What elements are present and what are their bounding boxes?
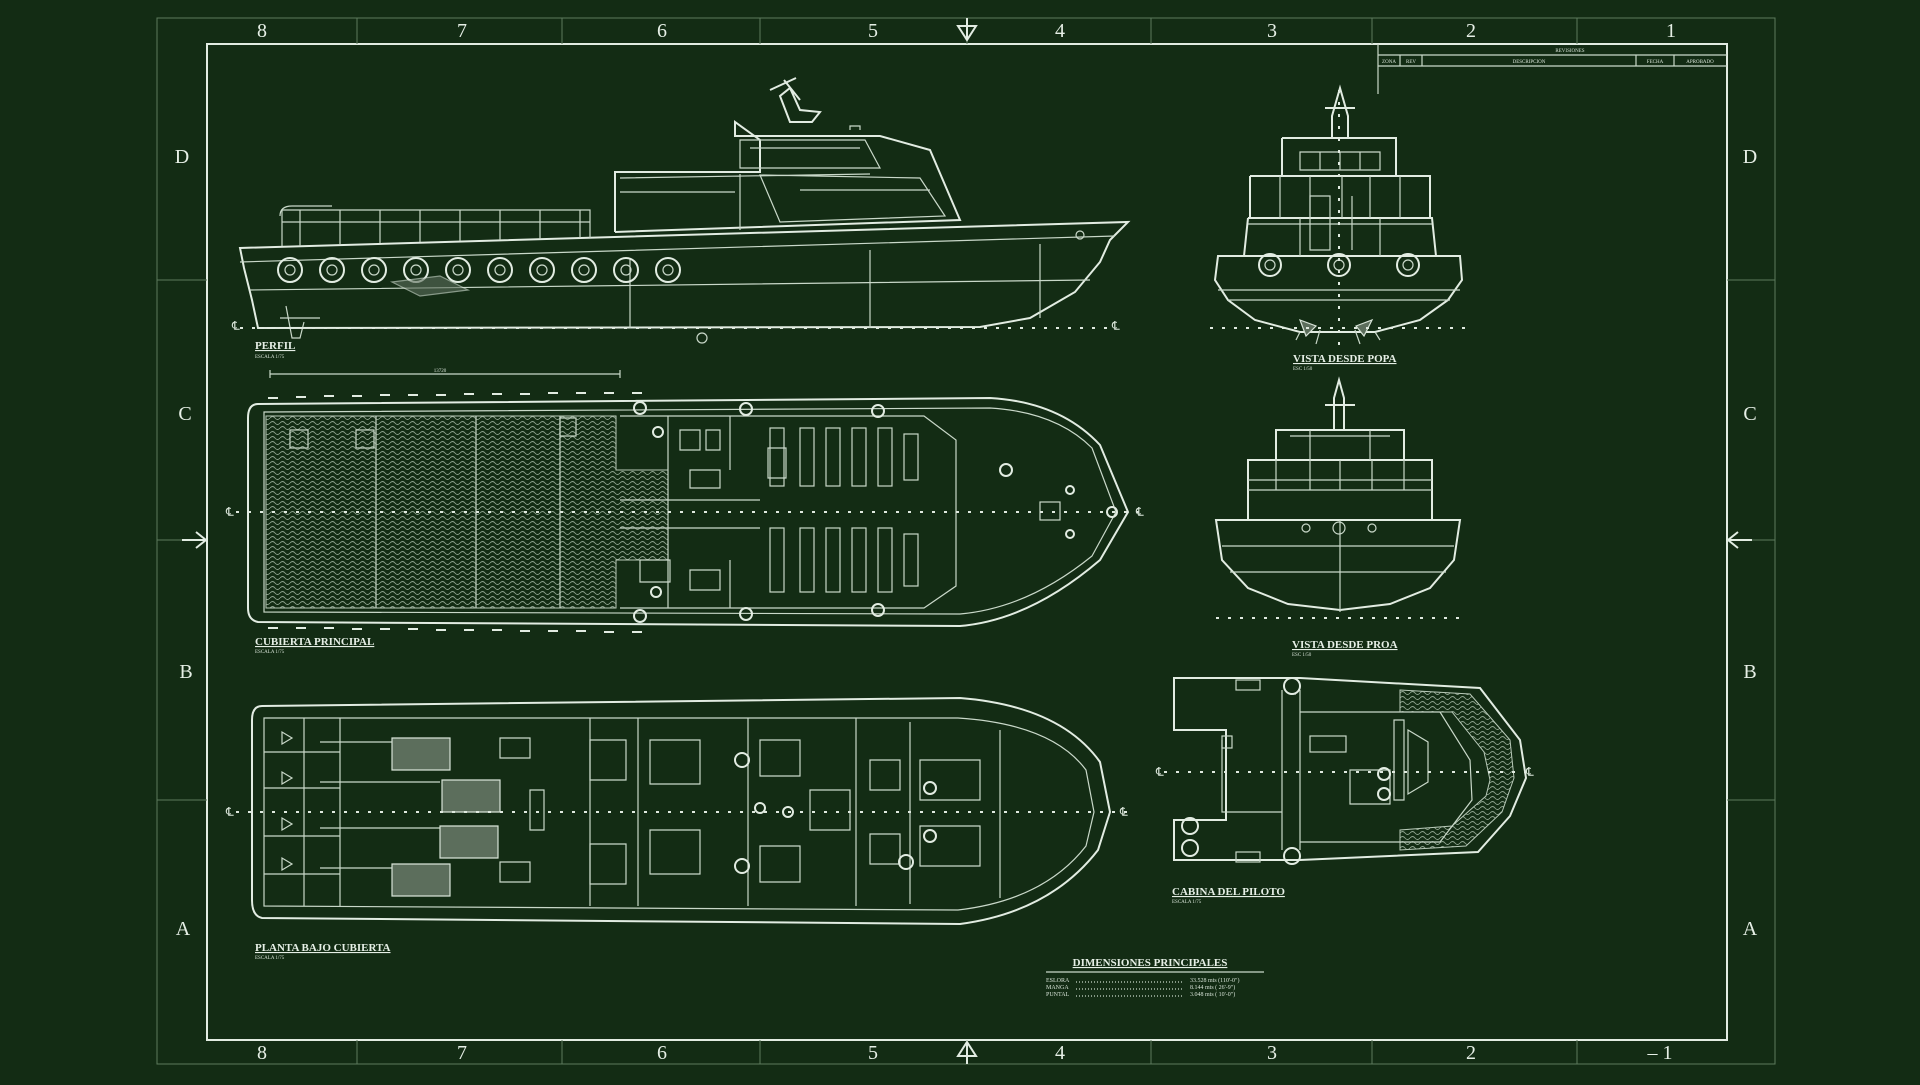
revision-col-descripcion: DESCRIPCION (1513, 60, 1546, 65)
col-label-1-bottom: – 1 (1647, 1042, 1673, 1064)
col-label-8: 8 (257, 20, 267, 42)
row-label-a-right: A (1743, 918, 1758, 940)
svg-text:℄: ℄ (225, 505, 234, 519)
right-center-arrow-icon (1726, 531, 1752, 549)
col-label-2: 2 (1466, 20, 1476, 42)
col-label-5-bottom: 5 (868, 1042, 878, 1064)
left-center-arrow-icon (182, 531, 208, 549)
svg-text:℄: ℄ (1135, 505, 1144, 519)
svg-text:℄: ℄ (225, 805, 234, 819)
dimension-value-puntal: 3.048 mts ( 10'-0") (1190, 991, 1235, 998)
main-dimensions-table: DIMENSIONES PRINCIPALES ESLORA 33.528 mt… (1046, 957, 1264, 998)
svg-text:℄: ℄ (1111, 319, 1120, 333)
below-deck-view: ℄ ℄ PLANTA BAJO CUBIERTA ESCALA 1/75 (225, 696, 1130, 961)
bow-view: VISTA DESDE PROA ESC 1/50 (1214, 376, 1462, 658)
col-label-3-bottom: 3 (1267, 1042, 1277, 1064)
profile-title: PERFIL (255, 340, 295, 352)
dimension-label-eslora: ESLORA (1046, 978, 1070, 984)
main-deck-scale: ESCALA 1/75 (255, 650, 285, 655)
row-label-d: D (175, 146, 189, 168)
svg-text:℄: ℄ (1525, 765, 1534, 779)
row-label-c-right: C (1743, 403, 1756, 425)
svg-text:℄: ℄ (1155, 765, 1164, 779)
svg-text:℄: ℄ (231, 319, 240, 333)
pilot-cabin-title: CABINA DEL PILOTO (1172, 886, 1285, 898)
revision-header: REVISIONES (1555, 49, 1584, 54)
bow-scale: ESC 1/50 (1292, 653, 1312, 658)
sheet-frame (156, 17, 1776, 1065)
row-label-c: C (178, 403, 191, 425)
col-label-4: 4 (1055, 20, 1065, 42)
pilot-cabin-scale: ESCALA 1/75 (1172, 900, 1202, 905)
col-label-3: 3 (1267, 20, 1277, 42)
pilot-cabin-view: ℄ ℄ CABINA DEL PILOTO ESCALA 1/75 (1155, 677, 1534, 905)
col-label-6: 6 (657, 20, 667, 42)
dimension-label-puntal: PUNTAL (1046, 992, 1070, 998)
dimension-value-eslora: 33.528 mts (110'-0") (1190, 977, 1239, 984)
revision-col-fecha: FECHA (1647, 60, 1664, 65)
below-deck-title: PLANTA BAJO CUBIERTA (255, 942, 391, 954)
row-label-b-right: B (1743, 661, 1756, 683)
col-label-8-bottom: 8 (257, 1042, 267, 1064)
col-label-4-bottom: 4 (1055, 1042, 1065, 1064)
stern-scale: ESC 1/50 (1293, 367, 1313, 372)
profile-view: ℄ ℄ PERFIL ESCALA 1/75 (231, 77, 1131, 360)
dimension-label-manga: MANGA (1046, 985, 1069, 991)
col-label-7-bottom: 7 (457, 1042, 467, 1064)
revision-block: REVISIONES ZONA REV DESCRIPCION FECHA AP… (1377, 44, 1727, 94)
dimensions-title: DIMENSIONES PRINCIPALES (1073, 957, 1228, 969)
stern-title: VISTA DESDE POPA (1293, 353, 1397, 365)
revision-col-rev: REV (1406, 60, 1416, 65)
col-label-6-bottom: 6 (657, 1042, 667, 1064)
zone-labels: 8 7 6 5 4 3 2 1 8 7 6 5 4 3 2 – 1 D C B … (175, 20, 1758, 1064)
col-label-5: 5 (868, 20, 878, 42)
main-deck-view: 13720 ℄ ℄ CUBIERTA PRINCIPAL ESCALA 1/75 (225, 369, 1144, 655)
bow-title: VISTA DESDE PROA (1292, 639, 1398, 651)
dimension-value-manga: 8.144 mts ( 26'-9") (1190, 984, 1235, 991)
row-label-b: B (179, 661, 192, 683)
deck-dimension: 13720 (434, 369, 447, 374)
below-deck-scale: ESCALA 1/75 (255, 956, 285, 961)
row-label-a: A (176, 918, 191, 940)
stern-view: VISTA DESDE POPA ESC 1/50 (1210, 84, 1470, 372)
profile-scale: ESCALA 1/75 (255, 355, 285, 360)
bottom-center-arrow-icon (956, 1040, 978, 1064)
main-deck-title: CUBIERTA PRINCIPAL (255, 636, 374, 648)
col-label-2-bottom: 2 (1466, 1042, 1476, 1064)
row-label-d-right: D (1743, 146, 1757, 168)
col-label-7: 7 (457, 20, 467, 42)
revision-col-aprobado: APROBADO (1686, 60, 1714, 65)
revision-col-zona: ZONA (1382, 60, 1396, 65)
col-label-1: 1 (1666, 20, 1676, 42)
svg-text:℄: ℄ (1119, 805, 1128, 819)
top-center-arrow-icon (956, 18, 978, 42)
